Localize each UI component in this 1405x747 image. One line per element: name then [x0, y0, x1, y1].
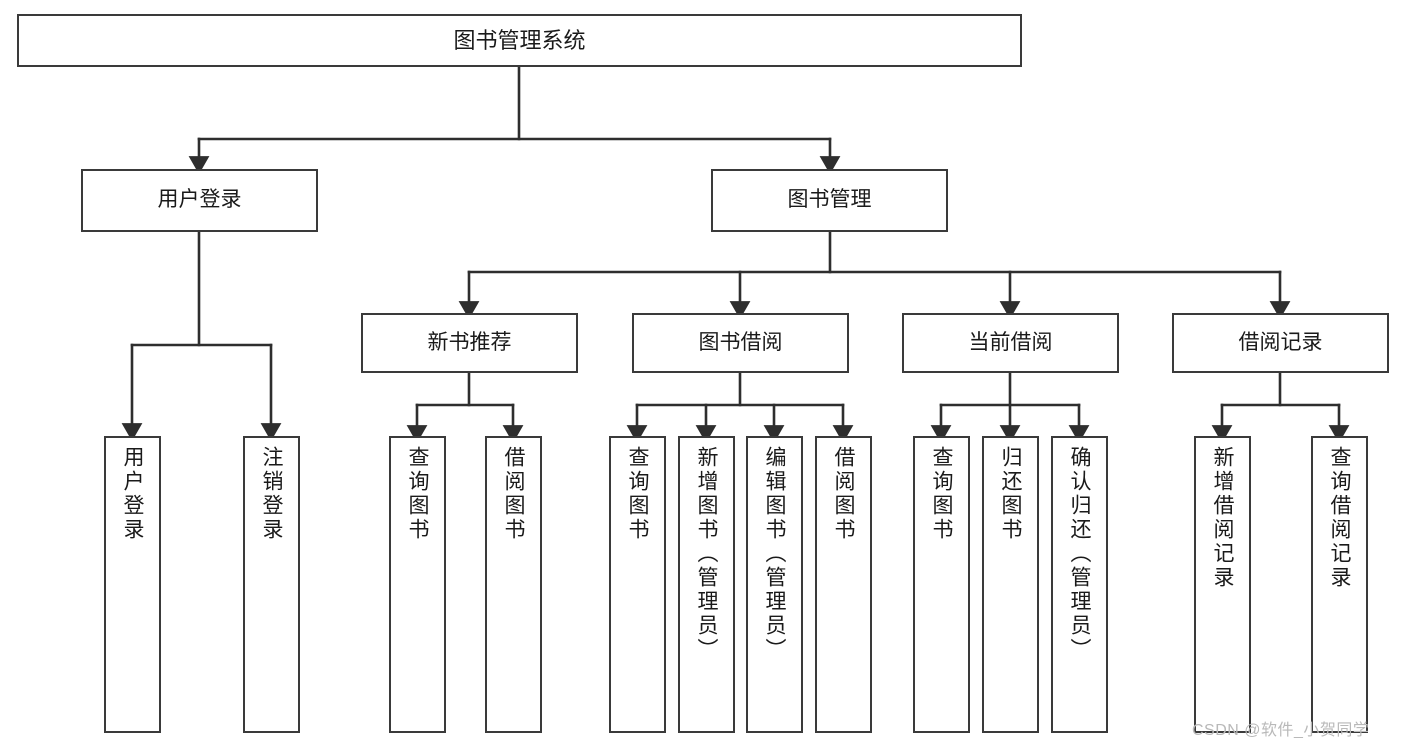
leaf-borrow-edit-book-admin[interactable]: 编辑图书（管理员）	[746, 436, 803, 733]
node-label: 图书管理系统	[453, 27, 586, 53]
node-label: 图书管理	[787, 188, 872, 212]
node-label: 确认归还（管理员）	[1068, 446, 1091, 662]
node-book-borrow[interactable]: 图书借阅	[632, 313, 849, 373]
node-user-login[interactable]: 用户登录	[81, 169, 318, 232]
leaf-user-login[interactable]: 用户登录	[104, 436, 161, 733]
node-label: 查询图书	[930, 446, 953, 542]
node-label: 查询借阅记录	[1328, 446, 1351, 590]
leaf-recommend-borrow-book[interactable]: 借阅图书	[485, 436, 542, 733]
node-label: 新书推荐	[427, 330, 512, 354]
node-current-borrow[interactable]: 当前借阅	[902, 313, 1119, 373]
node-label: 借阅记录	[1238, 330, 1323, 354]
node-root-system[interactable]: 图书管理系统	[17, 14, 1022, 67]
node-new-book-recommend[interactable]: 新书推荐	[361, 313, 578, 373]
watermark-text: CSDN @软件_小贺同学	[1192, 722, 1370, 739]
leaf-borrow-add-book-admin[interactable]: 新增图书（管理员）	[678, 436, 735, 733]
node-book-management[interactable]: 图书管理	[711, 169, 948, 232]
leaf-borrow-query-book[interactable]: 查询图书	[609, 436, 666, 733]
leaf-current-return-book[interactable]: 归还图书	[982, 436, 1039, 733]
node-label: 借阅图书	[832, 446, 855, 542]
node-label: 编辑图书（管理员）	[763, 446, 786, 662]
node-label: 新增借阅记录	[1211, 446, 1234, 590]
node-label: 图书借阅	[698, 330, 783, 354]
node-label: 归还图书	[999, 446, 1022, 542]
node-label: 借阅图书	[502, 446, 525, 542]
node-label: 查询图书	[406, 446, 429, 542]
leaf-recommend-query-book[interactable]: 查询图书	[389, 436, 446, 733]
leaf-current-query-book[interactable]: 查询图书	[913, 436, 970, 733]
leaf-record-query-record[interactable]: 查询借阅记录	[1311, 436, 1368, 733]
node-label: 用户登录	[157, 188, 242, 212]
node-label: 当前借阅	[968, 330, 1053, 354]
leaf-user-logout[interactable]: 注销登录	[243, 436, 300, 733]
leaf-borrow-borrow-book[interactable]: 借阅图书	[815, 436, 872, 733]
node-label: 注销登录	[260, 446, 283, 542]
node-label: 查询图书	[626, 446, 649, 542]
node-label: 新增图书（管理员）	[695, 446, 718, 662]
node-label: 用户登录	[121, 446, 144, 542]
leaf-record-add-record[interactable]: 新增借阅记录	[1194, 436, 1251, 733]
leaf-current-confirm-return-admin[interactable]: 确认归还（管理员）	[1051, 436, 1108, 733]
node-borrow-record[interactable]: 借阅记录	[1172, 313, 1389, 373]
